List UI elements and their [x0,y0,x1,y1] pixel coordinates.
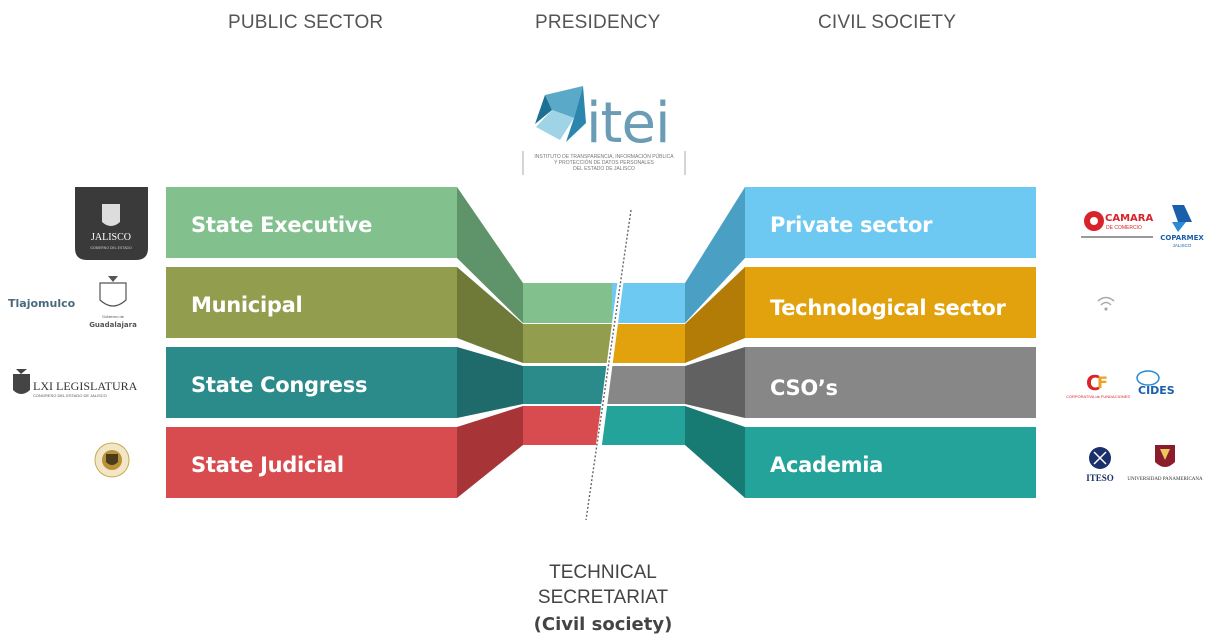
svg-text:F: F [1097,373,1108,392]
header-presidency: PRESIDENCY [535,12,661,33]
universidad-panamericana-logo: UNIVERSIDAD PANAMERICANA [1127,445,1203,482]
itei-emblem-icon [535,86,586,142]
technical-secretariat: TECHNICAL SECRETARIAT [0,560,1206,610]
coparmex-logo: COPARMEX JALISCO [1160,205,1204,248]
guadalajara-logo: Gobierno de Guadalajara [89,276,137,329]
band-state-executive: State Executive [166,187,615,323]
itei-logo: itei INSTITUTO DE TRANSPARENCIA, INFORMA… [522,86,686,175]
band-state-congress: State Congress [166,347,615,418]
svg-text:CIDES: CIDES [1138,384,1175,397]
svg-text:C: C [1086,371,1101,395]
svg-text:LXI LEGISLATURA: LXI LEGISLATURA [33,379,138,393]
iteso-logo: ITESO [1086,447,1114,483]
camara-comercio-logo: CAMARA DE COMERCIO [1081,211,1153,238]
band-technological-sector: Technological sector [612,267,1036,363]
header-civil-society: CIVIL SOCIETY [818,12,957,33]
label-csos: CSO’s [770,376,838,400]
wifi-icon [1097,296,1115,311]
svg-text:DE COMERCIO: DE COMERCIO [1106,225,1142,231]
jalisco-logo: JALISCO GOBIERNO DEL ESTADO [75,187,148,260]
footer-line-1: TECHNICAL [549,562,657,583]
itei-subtitle-3: DEL ESTADO DE JALISCO [573,166,635,172]
itei-subtitle-1: INSTITUTO DE TRANSPARENCIA, INFORMACIÓN … [534,153,674,160]
middle-divider [586,210,633,520]
judicial-seal-logo [94,442,130,478]
footer-line-2: SECRETARIAT [537,587,669,608]
label-state-judicial: State Judicial [191,453,344,477]
footer-civil-society: (Civil society) [533,614,673,635]
svg-text:UNIVERSIDAD PANAMERICANA: UNIVERSIDAD PANAMERICANA [1127,477,1203,482]
band-private-sector: Private sector [612,187,1036,323]
svg-text:CAMARA: CAMARA [1105,213,1153,224]
label-municipal: Municipal [191,293,302,317]
label-technological-sector: Technological sector [770,296,1006,320]
itei-wordmark: itei [586,91,670,156]
band-municipal: Municipal [166,267,615,363]
congress-logo: LXI LEGISLATURA CONGRESO DEL ESTADO DE J… [13,369,138,398]
svg-text:CONGRESO DEL ESTADO DE JALISCO: CONGRESO DEL ESTADO DE JALISCO [33,393,107,398]
itei-subtitle-2: Y PROTECCIÓN DE DATOS PERSONALES [554,159,654,166]
svg-text:GOBIERNO DEL ESTADO: GOBIERNO DEL ESTADO [90,246,132,250]
dotted-divider-line [585,209,632,521]
svg-text:JALISCO: JALISCO [1173,243,1192,248]
label-private-sector: Private sector [770,213,933,237]
svg-text:Guadalajara: Guadalajara [89,321,137,329]
svg-text:JALISCO: JALISCO [91,232,131,243]
band-state-judicial: State Judicial [166,406,615,498]
svg-text:ITESO: ITESO [1086,473,1114,483]
svg-text:Gobierno de: Gobierno de [102,314,125,319]
label-academia: Academia [770,453,883,477]
header-public-sector: PUBLIC SECTOR [228,12,384,33]
label-state-executive: State Executive [191,213,372,237]
svg-text:COPARMEX: COPARMEX [1160,234,1204,242]
svg-text:Tlajomulco: Tlajomulco [8,297,76,310]
band-csos: CSO’s [606,347,1036,418]
svg-text:CORPORATIVA de FUNDACIONES: CORPORATIVA de FUNDACIONES [1066,394,1130,399]
tlajomulco-logo: Tlajomulco [8,297,76,310]
band-academia: Academia [600,406,1036,498]
cides-logo: CIDES [1136,370,1175,397]
corporativa-fundaciones-logo: C F CORPORATIVA de FUNDACIONES [1066,371,1130,399]
label-state-congress: State Congress [191,373,367,397]
